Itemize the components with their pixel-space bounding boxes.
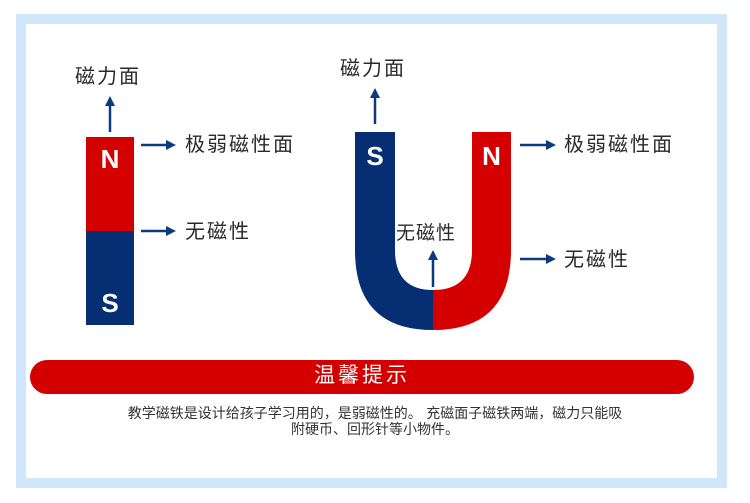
bar-magnet-south-pole: S (101, 288, 119, 318)
bar-magnet-top-label: 磁力面 (75, 64, 141, 88)
u-magnet-north-pole: N (482, 141, 501, 171)
tip-banner: 温馨提示 (30, 360, 694, 394)
arrow-up-icon (428, 250, 438, 287)
bar-magnet-north-half (86, 137, 134, 231)
bar-magnet-south-half (86, 231, 134, 325)
bar-magnet-north-face-label: 极弱磁性面 (185, 132, 295, 156)
arrow-right-icon (141, 140, 176, 150)
u-magnet-inner-label: 无磁性 (396, 222, 457, 244)
arrow-right-icon (141, 226, 176, 236)
tip-text-line-1: 教学磁铁是设计给孩子学习用的，是弱磁性的。 充磁面子磁铁两端，磁力只能吸 (127, 406, 623, 422)
arrow-right-icon (520, 254, 556, 264)
u-magnet-north-arm (433, 132, 511, 330)
u-magnet-south-pole: S (366, 141, 384, 171)
tip-text-line-2: 附硬币、回形针等小物件。 (291, 422, 459, 438)
u-magnet-north-face-label: 极弱磁性面 (564, 132, 674, 156)
u-magnet-south-arm (355, 132, 433, 330)
arrow-right-icon (520, 140, 556, 150)
arrow-up-icon (370, 88, 380, 124)
bar-magnet-middle-label: 无磁性 (185, 219, 251, 243)
tip-title: 温馨提示 (314, 363, 410, 387)
u-magnet-top-label: 磁力面 (340, 56, 406, 80)
u-magnet-bend-label: 无磁性 (564, 247, 630, 271)
arrow-up-icon (105, 96, 115, 132)
bar-magnet-north-pole: N (100, 144, 120, 174)
